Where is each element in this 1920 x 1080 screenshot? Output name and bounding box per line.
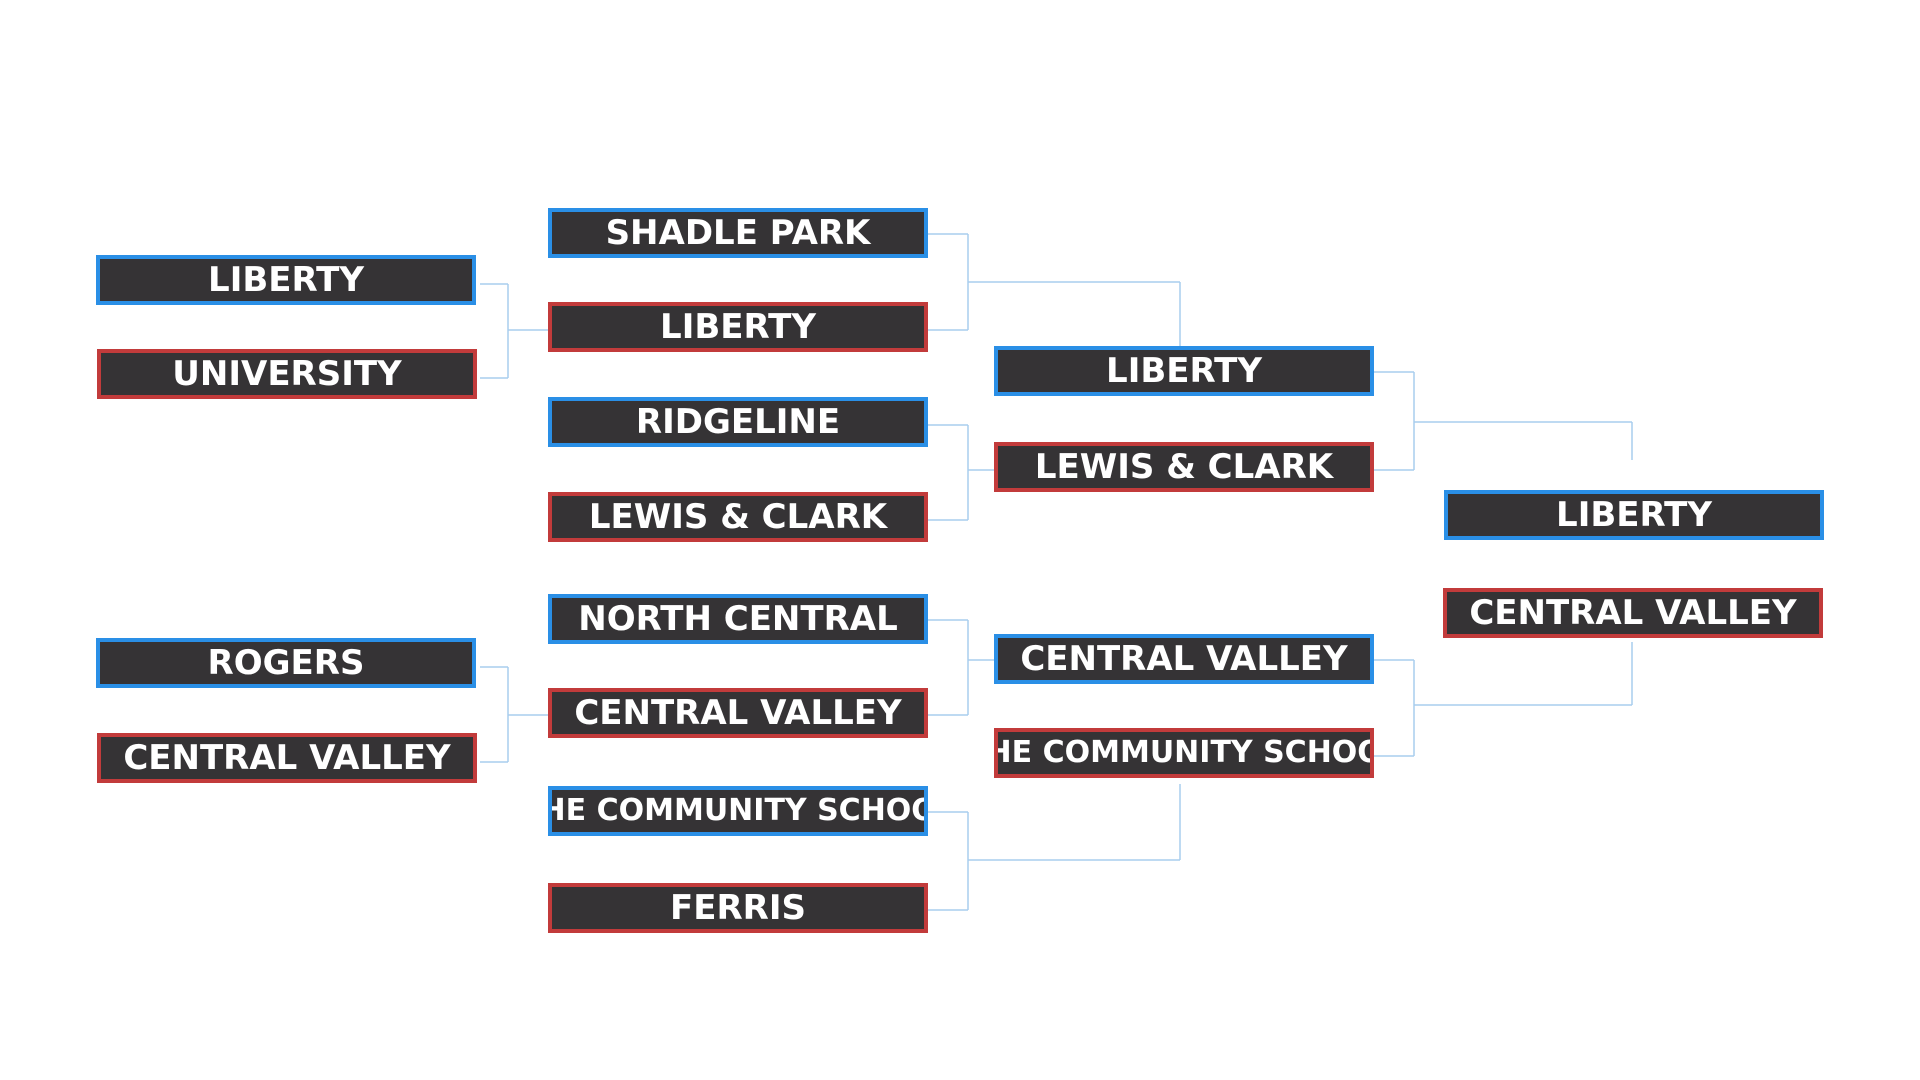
team-name: ROGERS — [207, 643, 365, 683]
team-name: NORTH CENTRAL — [578, 599, 898, 639]
team-name: LIBERTY — [660, 307, 816, 347]
round4-team-1: LIBERTY — [1444, 490, 1824, 540]
round2-team-4: LEWIS & CLARK — [548, 492, 928, 542]
round4-team-2: CENTRAL VALLEY — [1443, 588, 1823, 638]
team-name: LIBERTY — [208, 260, 364, 300]
round3-team-1: LIBERTY — [994, 346, 1374, 396]
round2-team-1: SHADLE PARK — [548, 208, 928, 258]
round3-team-4: THE COMMUNITY SCHOOL — [994, 728, 1374, 778]
round1-team-4: CENTRAL VALLEY — [97, 733, 477, 783]
round2-team-2: LIBERTY — [548, 302, 928, 352]
team-name: RIDGELINE — [635, 402, 841, 442]
team-name: SHADLE PARK — [605, 213, 871, 253]
team-name: THE COMMUNITY SCHOOL — [552, 793, 924, 828]
round2-team-8: FERRIS — [548, 883, 928, 933]
round2-team-5: NORTH CENTRAL — [548, 594, 928, 644]
team-name: UNIVERSITY — [172, 354, 402, 394]
round2-team-7: THE COMMUNITY SCHOOL — [548, 786, 928, 836]
team-name: LIBERTY — [1106, 351, 1262, 391]
round2-team-6: CENTRAL VALLEY — [548, 688, 928, 738]
round1-team-1: LIBERTY — [96, 255, 476, 305]
round3-team-3: CENTRAL VALLEY — [994, 634, 1374, 684]
team-name: CENTRAL VALLEY — [123, 738, 451, 778]
team-name: LIBERTY — [1556, 495, 1712, 535]
round3-team-2: LEWIS & CLARK — [994, 442, 1374, 492]
round1-team-3: ROGERS — [96, 638, 476, 688]
round1-team-2: UNIVERSITY — [97, 349, 477, 399]
team-name: CENTRAL VALLEY — [1469, 593, 1797, 633]
team-name: THE COMMUNITY SCHOOL — [998, 735, 1370, 770]
team-name: LEWIS & CLARK — [1034, 447, 1334, 487]
round2-team-3: RIDGELINE — [548, 397, 928, 447]
team-name: CENTRAL VALLEY — [1020, 639, 1348, 679]
team-name: FERRIS — [670, 888, 806, 928]
team-name: LEWIS & CLARK — [588, 497, 888, 537]
team-name: CENTRAL VALLEY — [574, 693, 902, 733]
